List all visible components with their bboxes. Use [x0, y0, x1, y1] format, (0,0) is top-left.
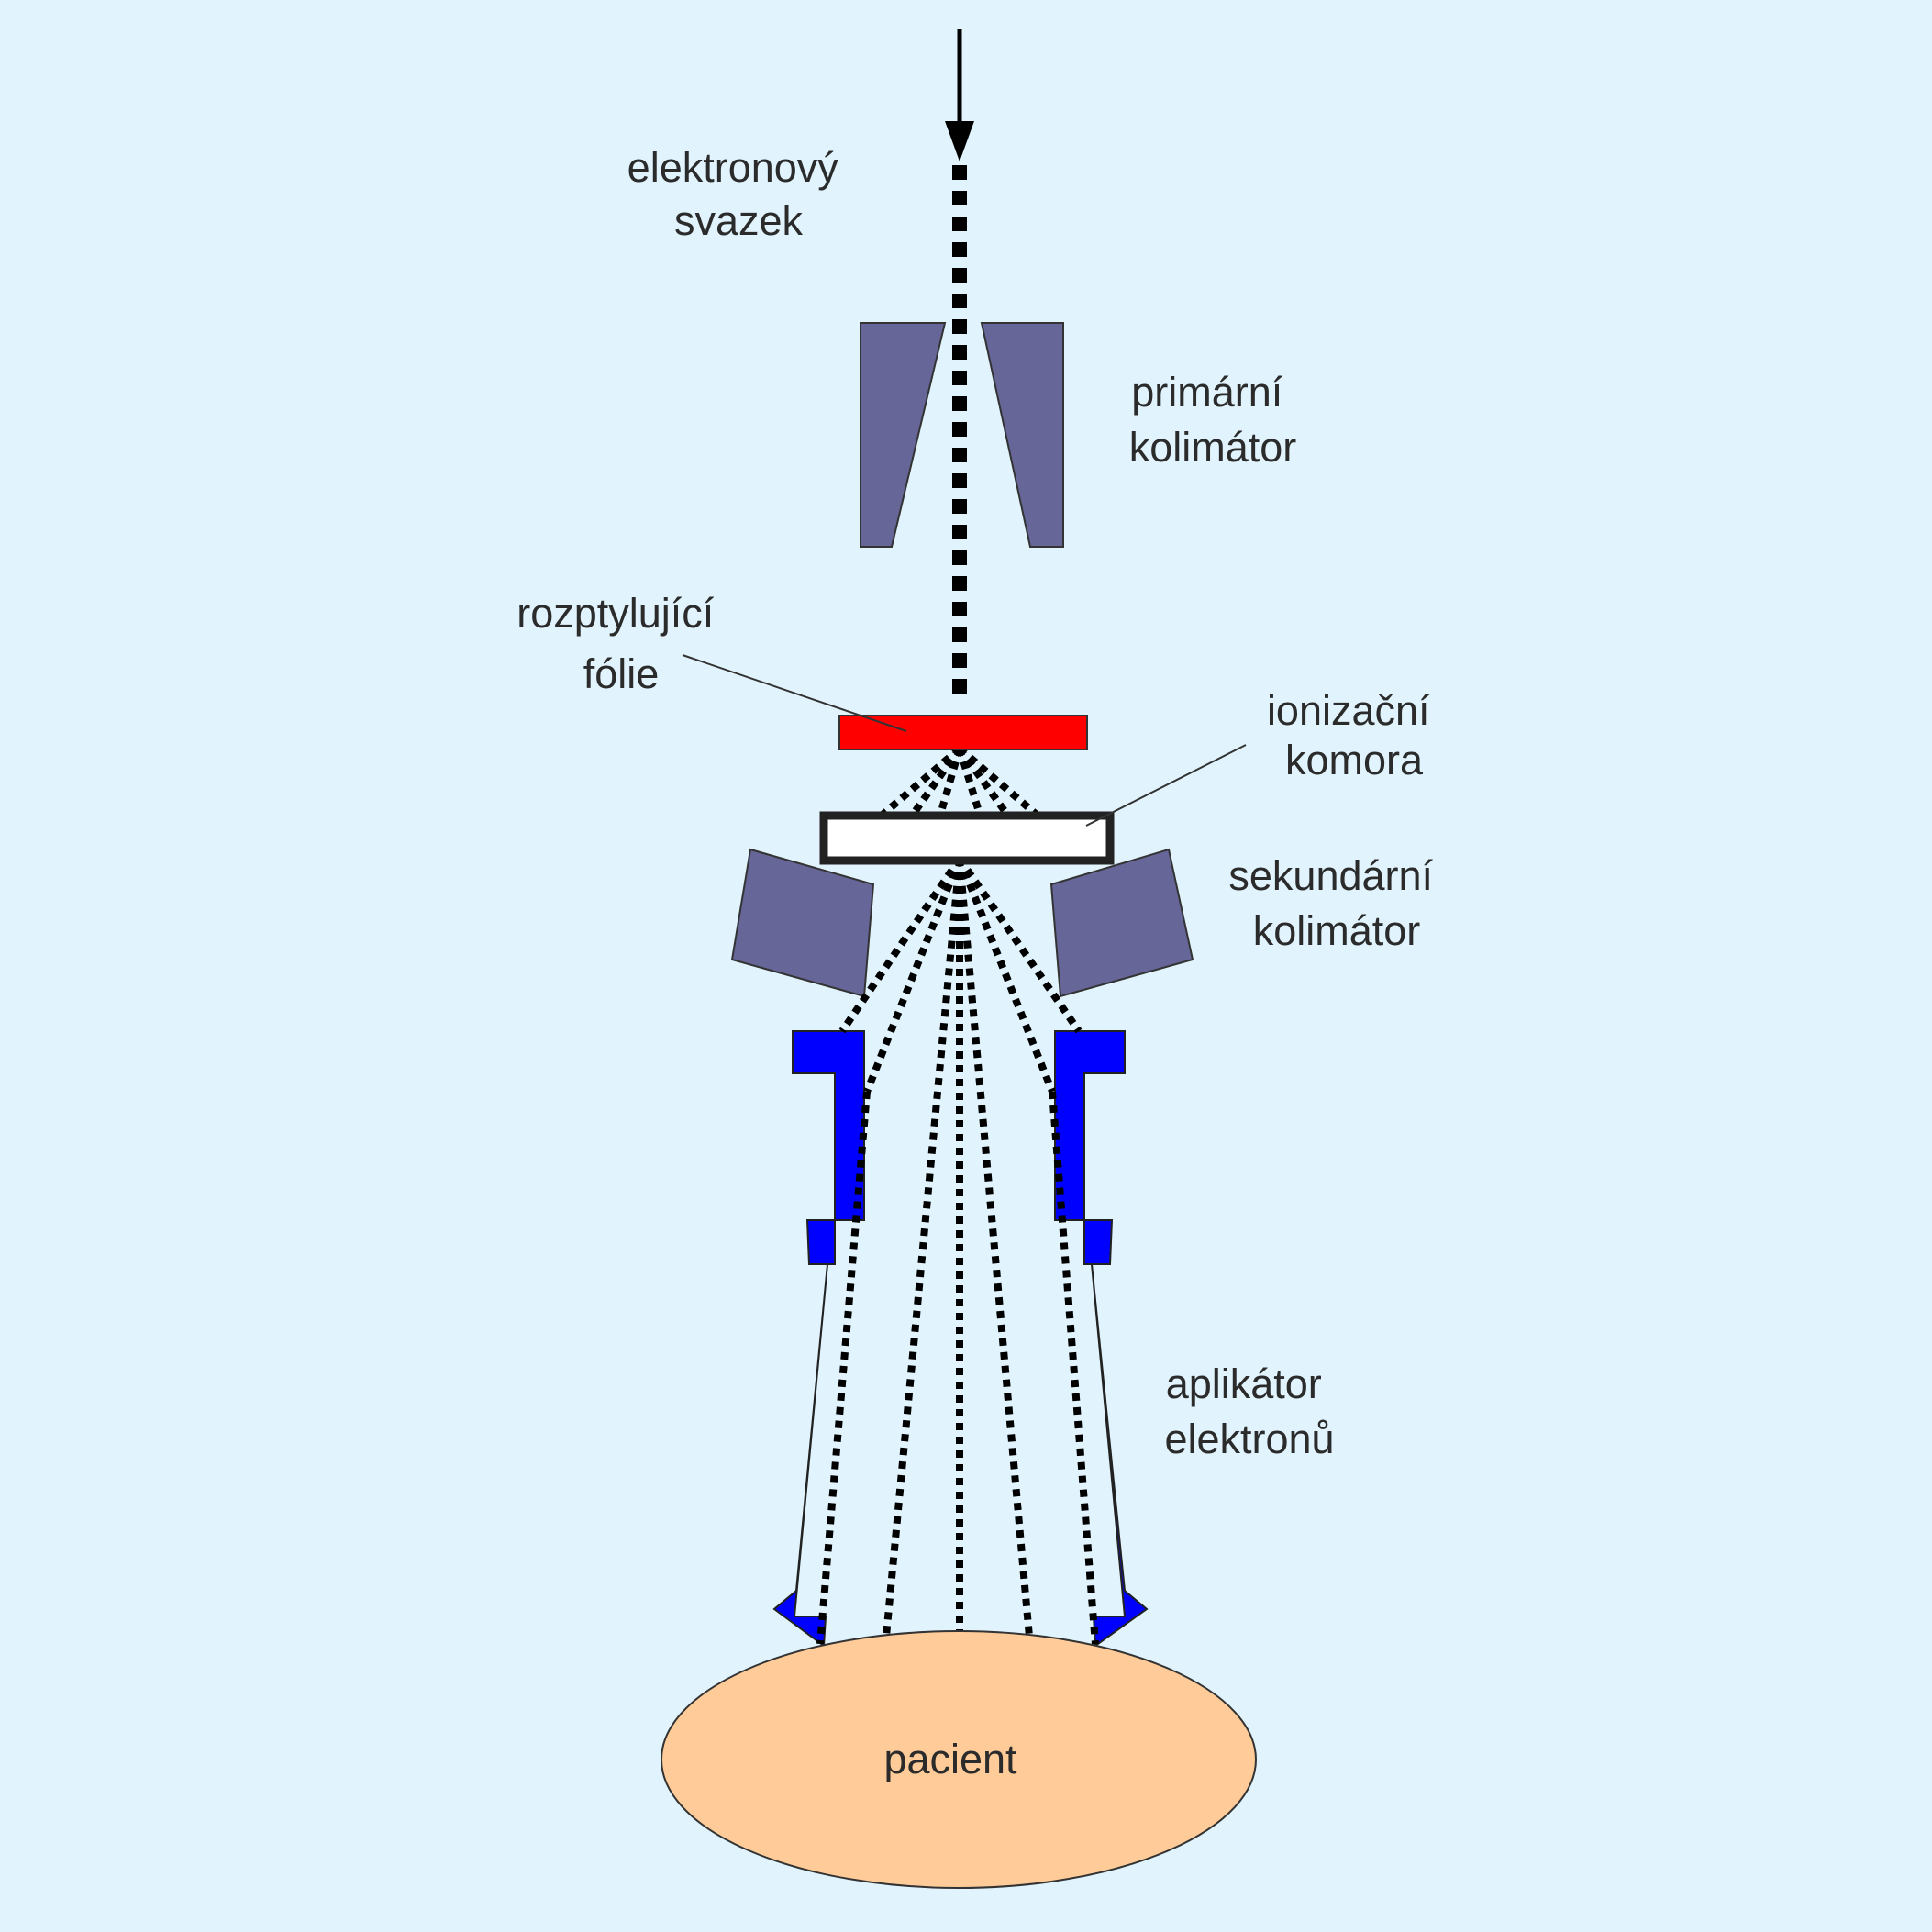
secondary-collimator-label-line1: sekundární [1228, 852, 1433, 899]
scattered-beam-upper [880, 745, 1039, 818]
foil-label: rozptylující fólie [516, 590, 726, 697]
foil-label-line1: rozptylující [516, 590, 715, 637]
primary-collimator-label-line1: primární [1131, 369, 1283, 416]
applicator-label-line1: aplikátor [1166, 1360, 1322, 1407]
electron-applicator [772, 1030, 1149, 1648]
beam-label-line1: elektronový [627, 144, 839, 191]
secondary-collimator [730, 848, 1194, 998]
secondary-collimator-label: sekundární kolimátor [1228, 852, 1444, 954]
chamber-label: ionizační komora [1267, 687, 1441, 783]
chamber-leader-line [1085, 744, 1247, 827]
primary-collimator-right-jaw [980, 322, 1064, 548]
beam-label: elektronový svazek [627, 144, 850, 244]
ionization-chamber [819, 811, 1115, 865]
foil-leader-line [682, 654, 907, 732]
applicator-right-wall [1054, 1030, 1149, 1648]
secondary-collimator-label-line2: kolimátor [1253, 907, 1421, 954]
scattered-beam-lower [816, 856, 1099, 1645]
primary-collimator-label-line2: kolimátor [1129, 424, 1297, 471]
scattering-foil [838, 715, 1088, 750]
primary-collimator-left-jaw [860, 322, 947, 548]
chamber-label-line2: komora [1285, 737, 1424, 783]
applicator-label: aplikátor elektronů [1164, 1360, 1334, 1462]
primary-collimator-label: primární kolimátor [1129, 369, 1297, 471]
primary-collimator [860, 322, 1064, 548]
foil-label-line2: fólie [583, 650, 660, 697]
applicator-label-line2: elektronů [1164, 1416, 1334, 1462]
patient-label: pacient [883, 1736, 1017, 1782]
applicator-left-wall [772, 1030, 865, 1648]
incoming-arrow [945, 29, 974, 161]
chamber-label-line1: ionizační [1267, 687, 1430, 734]
beam-label-line2: svazek [674, 197, 804, 244]
secondary-collimator-right-jaw [1049, 848, 1194, 998]
patient [661, 1630, 1257, 1889]
